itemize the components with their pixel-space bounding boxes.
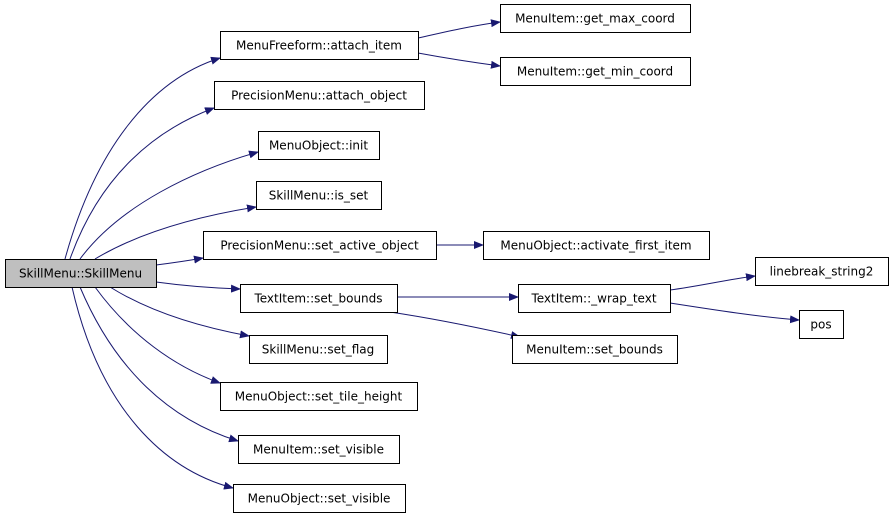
node-label: MenuItem::set_bounds: [526, 343, 663, 357]
edge-root-to-pm-set-active-object: [155, 255, 204, 266]
node-root[interactable]: SkillMenu::SkillMenu: [5, 259, 157, 288]
edge-mf-attach-item-to-mi-get-min-coord: [417, 52, 501, 69]
node-box: [238, 435, 400, 464]
node-label: pos: [810, 318, 831, 332]
node-label: SkillMenu::SkillMenu: [19, 267, 142, 281]
function-nodes: SkillMenu::SkillMenu MenuFreeform::attach…: [5, 4, 889, 513]
node-pm-set-active-object[interactable]: PrecisionMenu::set_active_object: [203, 231, 437, 260]
node-label: TextItem::set_bounds: [253, 292, 382, 306]
node-ti-set-bounds[interactable]: TextItem::set_bounds: [240, 284, 398, 313]
node-mo-set-visible[interactable]: MenuObject::set_visible: [233, 484, 406, 513]
node-box: [220, 382, 418, 411]
node-mi-get-max-coord[interactable]: MenuItem::get_max_coord: [500, 4, 691, 33]
node-label: MenuObject::set_visible: [248, 492, 391, 506]
node-label: MenuItem::get_min_coord: [517, 65, 673, 79]
node-linebreak-string2[interactable]: linebreak_string2: [755, 257, 889, 286]
node-box: [249, 335, 388, 364]
node-box: [512, 335, 678, 364]
node-label: MenuObject::activate_first_item: [500, 239, 691, 253]
node-box: [518, 284, 671, 313]
call-edges: [64, 19, 800, 490]
node-box: [799, 310, 844, 339]
edge-root-to-sm-is-set: [94, 204, 257, 260]
edge-root-to-mo-init: [79, 150, 259, 260]
edge-ti-wrap-text-to-pos: [669, 302, 800, 324]
node-label: SkillMenu::is_set: [269, 189, 369, 203]
node-box: [500, 4, 691, 33]
node-mi-set-visible[interactable]: MenuItem::set_visible: [238, 435, 400, 464]
node-box: [220, 31, 419, 60]
node-label: PrecisionMenu::attach_object: [231, 89, 407, 103]
edge-root-to-mi-set-visible: [79, 286, 239, 443]
edge-root-to-mf-attach-item: [64, 56, 221, 260]
node-box: [233, 484, 406, 513]
node-mo-activate-first-item[interactable]: MenuObject::activate_first_item: [483, 231, 710, 260]
node-mo-set-tile-height[interactable]: MenuObject::set_tile_height: [220, 382, 418, 411]
edge-mf-attach-item-to-mi-get-max-coord: [417, 19, 501, 39]
node-label: MenuItem::set_visible: [253, 443, 384, 457]
node-box: [500, 57, 691, 86]
node-mo-init[interactable]: MenuObject::init: [258, 131, 380, 160]
node-pm-attach-object[interactable]: PrecisionMenu::attach_object: [214, 81, 425, 110]
edge-root-to-ti-set-bounds: [155, 281, 241, 293]
edge-root-to-mo-set-visible: [71, 286, 234, 490]
node-box: [5, 259, 157, 288]
edge-root-to-sm-set-flag: [109, 286, 250, 339]
node-label: linebreak_string2: [770, 265, 874, 279]
edge-ti-wrap-text-to-linebreak-string2: [669, 273, 756, 291]
edge-root-to-mo-set-tile-height: [94, 286, 221, 384]
node-mi-get-min-coord[interactable]: MenuItem::get_min_coord: [500, 57, 691, 86]
node-mi-set-bounds[interactable]: MenuItem::set_bounds: [512, 335, 678, 364]
node-pos[interactable]: pos: [799, 310, 844, 339]
node-box: [258, 131, 380, 160]
node-label: MenuObject::set_tile_height: [235, 390, 403, 404]
node-label: MenuObject::init: [269, 139, 368, 153]
node-sm-set-flag[interactable]: SkillMenu::set_flag: [249, 335, 388, 364]
node-mf-attach-item[interactable]: MenuFreeform::attach_item: [220, 31, 419, 60]
node-box: [256, 181, 382, 210]
node-box: [203, 231, 437, 260]
node-box: [483, 231, 710, 260]
node-box: [240, 284, 398, 313]
node-ti-wrap-text[interactable]: TextItem::_wrap_text: [518, 284, 671, 313]
edge-ti-set-bounds-to-mi-set-bounds: [389, 311, 521, 339]
edge-root-to-pm-attach-object: [69, 107, 215, 260]
node-box: [755, 257, 889, 286]
node-label: MenuFreeform::attach_item: [236, 39, 402, 53]
node-box: [214, 81, 425, 110]
node-label: TextItem::_wrap_text: [530, 292, 656, 306]
node-label: SkillMenu::set_flag: [262, 343, 374, 357]
node-sm-is-set[interactable]: SkillMenu::is_set: [256, 181, 382, 210]
node-label: PrecisionMenu::set_active_object: [220, 239, 419, 253]
node-label: MenuItem::get_max_coord: [515, 12, 675, 26]
